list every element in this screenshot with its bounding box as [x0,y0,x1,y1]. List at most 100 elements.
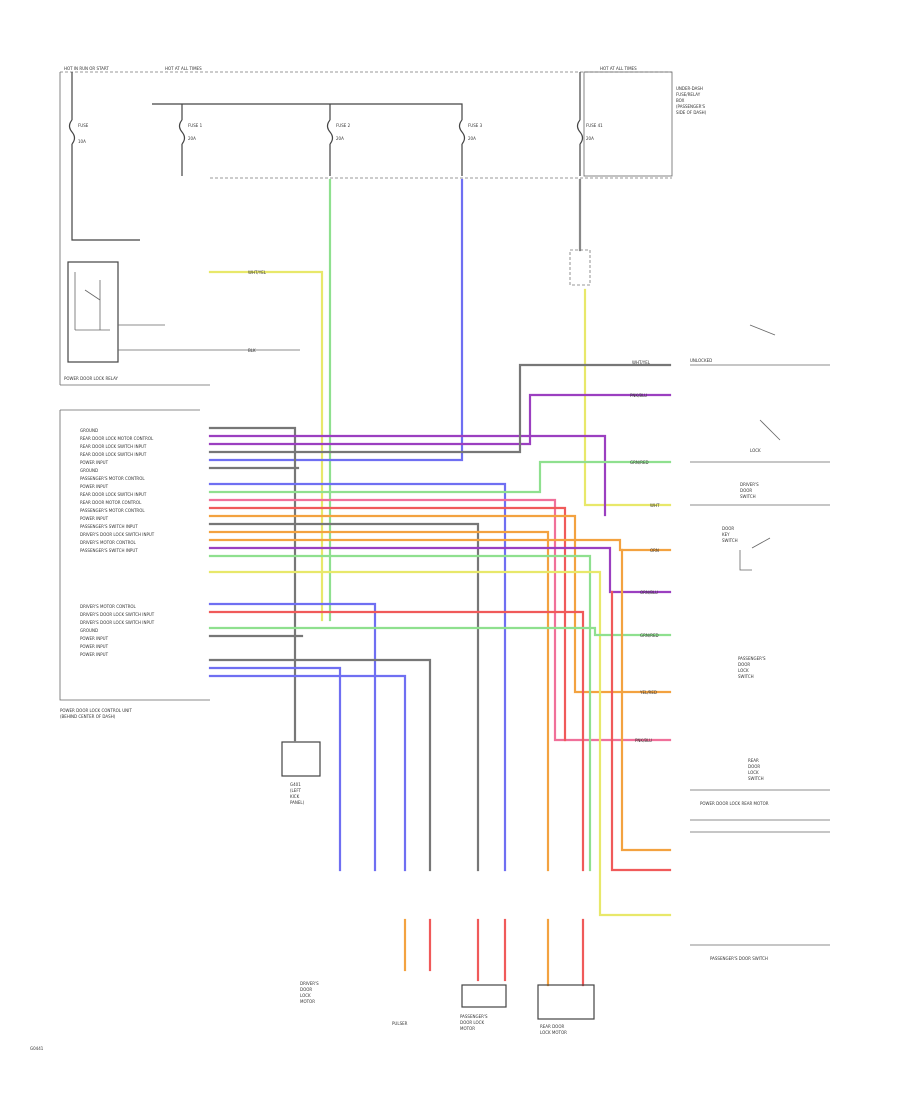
svg-text:DRIVER'S MOTOR CONTROL: DRIVER'S MOTOR CONTROL [80,540,137,545]
svg-text:DRIVER'S DOOR LOCK SWITCH INPU: DRIVER'S DOOR LOCK SWITCH INPUT [80,532,155,537]
svg-text:PANEL): PANEL) [290,800,305,805]
svg-text:20A: 20A [468,136,476,141]
wire-ground-1 [208,426,297,742]
wire-purple-1 [208,434,607,517]
fuse-3: FUSE 3 20A [458,119,483,176]
passenger-switch-label-2: DOOR [738,662,750,667]
control-unit-label-2: (BEHIND CENTER OF DASH) [60,714,116,719]
pulser-label: PULSER [392,1021,408,1026]
junction-box-label-2: FUSE/RELAY [676,92,701,97]
svg-text:PNK/BLU: PNK/BLU [635,738,652,743]
svg-text:(LEFT: (LEFT [290,788,302,793]
wire-gray-2 [208,363,672,454]
svg-text:GROUND: GROUND [80,628,98,633]
control-unit-label-1: POWER DOOR LOCK CONTROL UNIT [60,708,132,713]
svg-text:DRIVER'S DOOR LOCK SWITCH INPU: DRIVER'S DOOR LOCK SWITCH INPUT [80,612,155,617]
ground-g401: G401 (LEFT KICK PANEL) [281,741,321,805]
wire-green-2 [208,460,672,494]
wire-red-2 [208,610,585,872]
wire-blue-5 [208,674,407,872]
key-switch-label-2: KEY [722,532,730,537]
diagram-code-label: G0441 [30,1046,44,1051]
svg-text:FUSE 3: FUSE 3 [468,123,483,128]
svg-text:POWER INPUT: POWER INPUT [80,484,109,489]
svg-text:GROUND: GROUND [80,428,98,433]
svg-text:GROUND: GROUND [80,468,98,473]
svg-text:G401: G401 [290,782,301,787]
driver-door-switch-label-3: SWITCH [740,494,756,499]
svg-text:20A: 20A [336,136,344,141]
control-unit: POWER DOOR LOCK CONTROL UNIT (BEHIND CEN… [59,409,210,719]
svg-text:FUSE 2: FUSE 2 [336,123,351,128]
key-switch-label-1: DOOR [722,526,734,531]
passenger-switch-label-3: LOCK [738,668,749,673]
svg-text:ORN/BLU: ORN/BLU [640,590,658,595]
junction-box-label-1: UNDER-DASH [676,86,703,91]
rear-motor-label-1: REAR DOOR [540,1024,564,1029]
svg-text:KICK: KICK [290,794,300,799]
wire-orange-right [620,548,672,852]
svg-text:REAR DOOR LOCK SWITCH INPUT: REAR DOOR LOCK SWITCH INPUT [80,452,147,457]
svg-text:20A: 20A [188,136,196,141]
svg-text:ORN: ORN [650,548,659,553]
svg-text:POWER INPUT: POWER INPUT [80,516,109,521]
wire-green-4 [208,626,672,637]
svg-text:YEL/RED: YEL/RED [639,690,657,695]
wire-orange-3 [208,538,672,552]
driver-motor-label-2: DOOR [300,987,312,992]
wire-blue-3 [208,602,377,872]
svg-text:GRN/RED: GRN/RED [630,460,649,465]
svg-text:POWER INPUT: POWER INPUT [80,652,109,657]
svg-text:PASSENGER'S MOTOR CONTROL: PASSENGER'S MOTOR CONTROL [80,476,145,481]
passenger-motor-label-2: DOOR LOCK [460,1020,484,1025]
junction-box-label-5: SIDE OF DASH) [676,110,707,115]
wire-yellow-3 [208,570,672,917]
power-frame: HOT IN RUN OR START HOT AT ALL TIMES HOT… [59,66,707,386]
svg-text:REAR DOOR LOCK MOTOR CONTROL: REAR DOOR LOCK MOTOR CONTROL [80,436,154,441]
svg-text:REAR DOOR LOCK SWITCH INPUT: REAR DOOR LOCK SWITCH INPUT [80,492,147,497]
svg-text:FUSE: FUSE [78,123,89,128]
driver-motor-label-4: MOTOR [300,999,315,1004]
junction-box-frame [583,71,673,177]
passenger-switch-label-1: PASSENGER'S [738,656,766,661]
fuse-1: FUSE 1 20A [178,119,203,176]
wire-red-right [610,590,672,872]
svg-text:BLK: BLK [248,348,256,353]
hot-in-run-start-label: HOT IN RUN OR START [64,66,109,71]
wire-orange-2 [208,530,550,872]
svg-text:FUSE 1: FUSE 1 [188,123,203,128]
rear-switch-label-1: REAR [748,758,759,763]
hot-at-all-times-right-label: HOT AT ALL TIMES [600,66,637,71]
svg-text:WHT/YEL: WHT/YEL [632,360,651,365]
driver-door-switch-label-1: DRIVER'S [740,482,759,487]
wire-blue-2 [208,482,507,872]
passenger-switch-label-4: SWITCH [738,674,754,679]
relay-label: POWER DOOR LOCK RELAY [64,376,118,381]
wire-blue-4 [208,666,342,872]
rear-motor-label-2: LOCK MOTOR [540,1030,567,1035]
hot-at-all-times-left-label: HOT AT ALL TIMES [165,66,202,71]
svg-text:PASSENGER'S SWITCH INPUT: PASSENGER'S SWITCH INPUT [80,548,138,553]
wire-gray-4 [208,658,432,872]
fuse-0: FUSE 10A [68,119,140,241]
svg-text:DRIVER'S DOOR LOCK SWITCH INPU: DRIVER'S DOOR LOCK SWITCH INPUT [80,620,155,625]
pin-labels: GROUND REAR DOOR LOCK MOTOR CONTROL REAR… [80,428,155,657]
fuse-41: FUSE 41 20A [576,119,603,176]
driver-motor-label-1: DRIVER'S [300,981,319,986]
wire-yellow-key [583,288,672,507]
wire-purple-2 [208,393,672,446]
svg-text:POWER INPUT: POWER INPUT [80,644,109,649]
svg-text:DRIVER'S MOTOR CONTROL: DRIVER'S MOTOR CONTROL [80,604,137,609]
passenger-motor-label-3: MOTOR [460,1026,475,1031]
see-rear-label: POWER DOOR LOCK REAR MOTOR [700,801,769,806]
svg-text:GRN/RED: GRN/RED [640,633,659,638]
rear-switch-label-3: LOCK [748,770,759,775]
passenger-motor-box [461,984,507,1008]
svg-text:REAR DOOR LOCK SWITCH INPUT: REAR DOOR LOCK SWITCH INPUT [80,444,147,449]
key-switch-label-3: SWITCH [722,538,738,543]
door-lock-relay [67,261,300,363]
see-passenger-label: PASSENGER'S DOOR SWITCH [710,956,768,961]
wire-blue-feed [208,178,464,462]
svg-text:10A: 10A [78,139,86,144]
